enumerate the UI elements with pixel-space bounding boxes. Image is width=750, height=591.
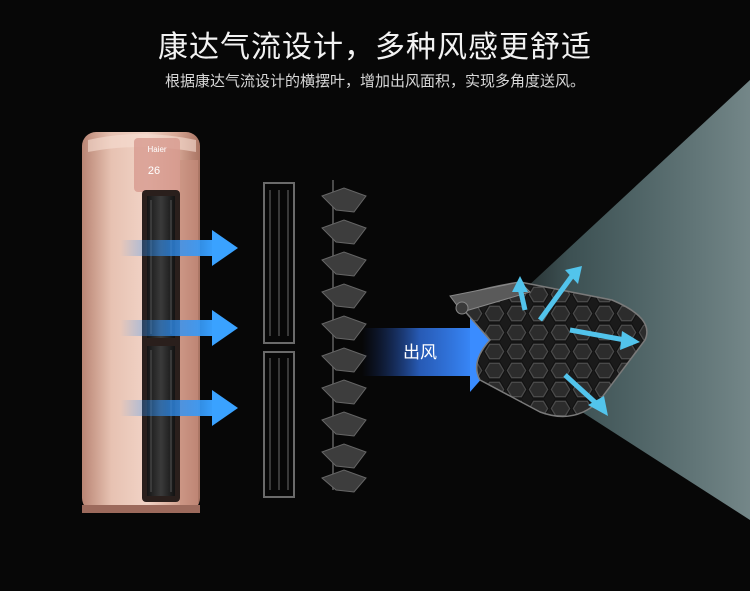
outflow-arrows xyxy=(120,230,238,426)
arrow-icon xyxy=(563,373,608,416)
arrow-icon xyxy=(512,276,528,311)
arrow-icon xyxy=(120,310,238,346)
page-title: 康达气流设计，多种风感更舒适 xyxy=(158,30,592,65)
honeycomb-blade xyxy=(449,281,648,418)
arrow-icon xyxy=(120,390,238,426)
vertical-louver-frame xyxy=(263,182,295,498)
temperature-display: 26 xyxy=(148,165,160,177)
arrow-icon xyxy=(537,266,582,322)
spread-arrows xyxy=(512,266,640,416)
page-subtitle: 根据康达气流设计的横摆叶，增加出风面积，实现多角度送风。 xyxy=(164,72,585,90)
brand-logo: Haier xyxy=(147,145,166,154)
swing-blades xyxy=(321,180,367,493)
arrow-icon xyxy=(120,230,238,266)
arrow-icon xyxy=(569,327,640,350)
airflow-label: 出风 xyxy=(403,343,437,363)
